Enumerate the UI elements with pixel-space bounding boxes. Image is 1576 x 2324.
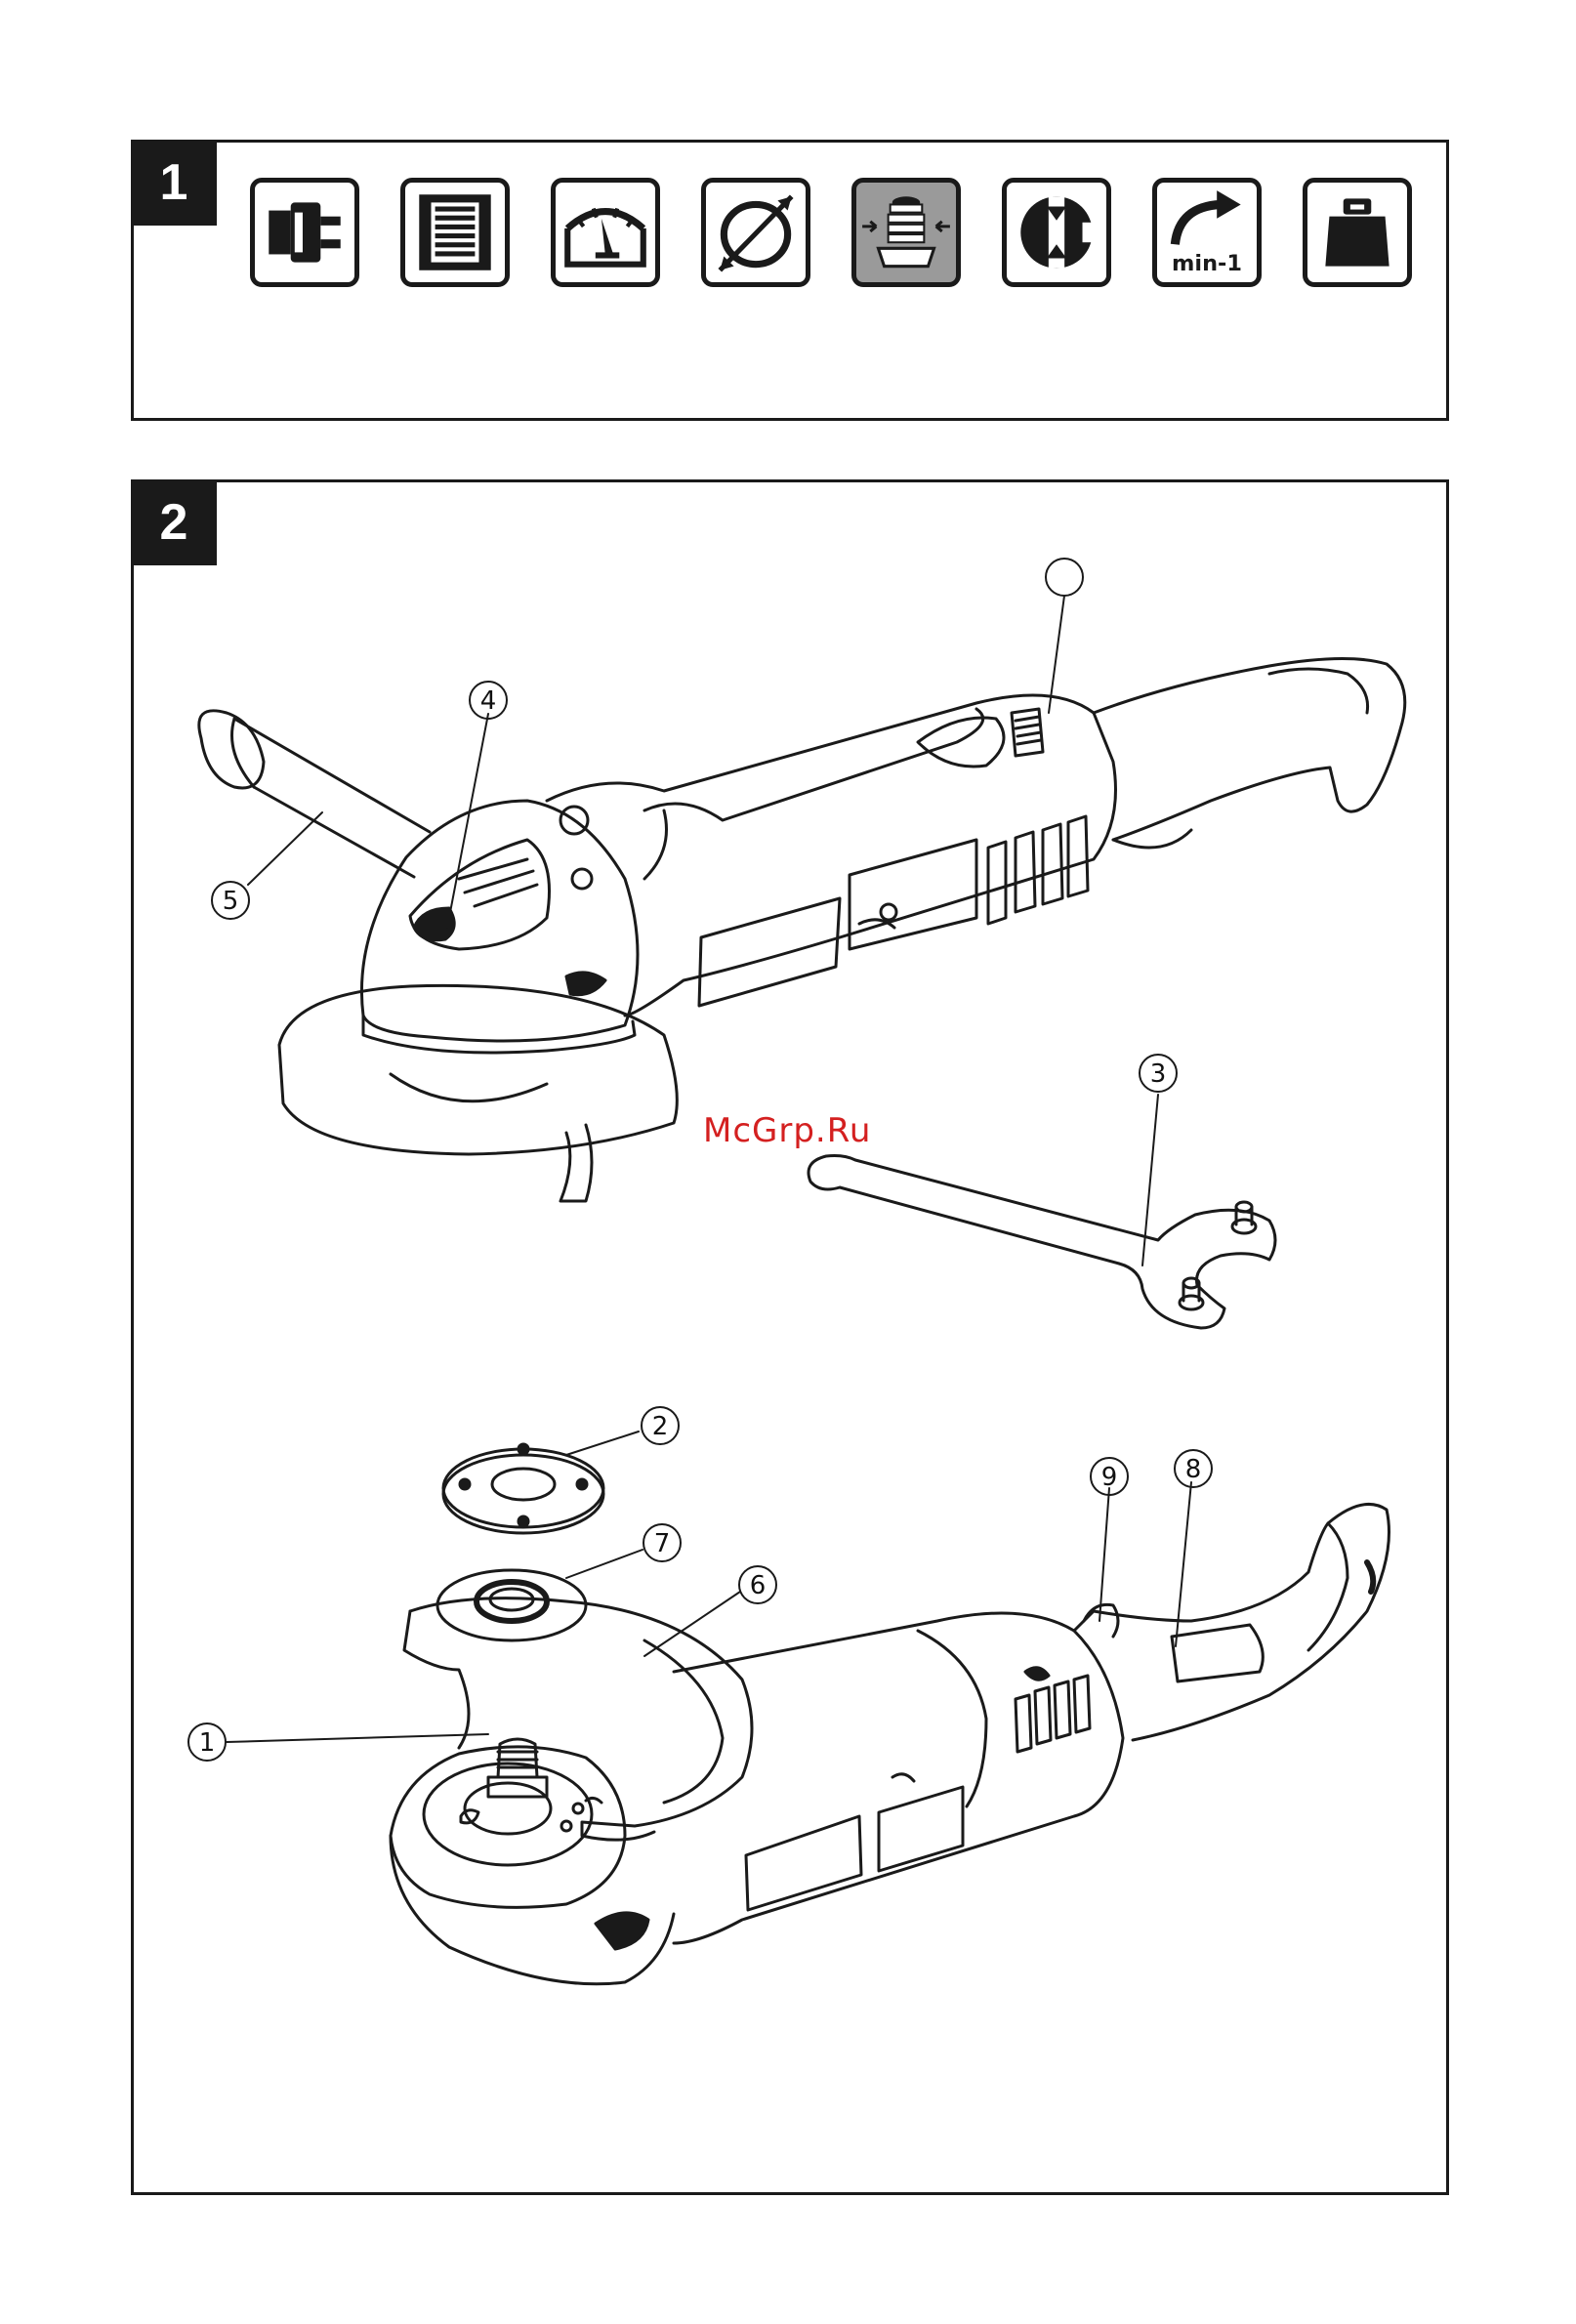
callout-label-5: 5 — [223, 887, 239, 916]
clamping-nut-drawing — [443, 1444, 603, 1533]
callout-label-4: 4 — [480, 686, 497, 716]
callout-label-9: 9 — [1101, 1463, 1118, 1492]
callout-label-3: 3 — [1150, 1059, 1167, 1089]
watermark-text: McGrp.Ru — [703, 1111, 871, 1150]
grinder-disassembled-drawing — [391, 1504, 1389, 1983]
callout-blank — [1046, 559, 1083, 596]
callout-label-8: 8 — [1185, 1455, 1202, 1484]
callout-label-6: 6 — [750, 1571, 767, 1600]
spanner-wrench-drawing — [809, 1156, 1275, 1329]
support-flange-drawing — [437, 1570, 586, 1640]
callout-label-2: 2 — [652, 1412, 669, 1441]
callout-label-1: 1 — [199, 1728, 216, 1758]
callout-label-7: 7 — [654, 1529, 671, 1558]
